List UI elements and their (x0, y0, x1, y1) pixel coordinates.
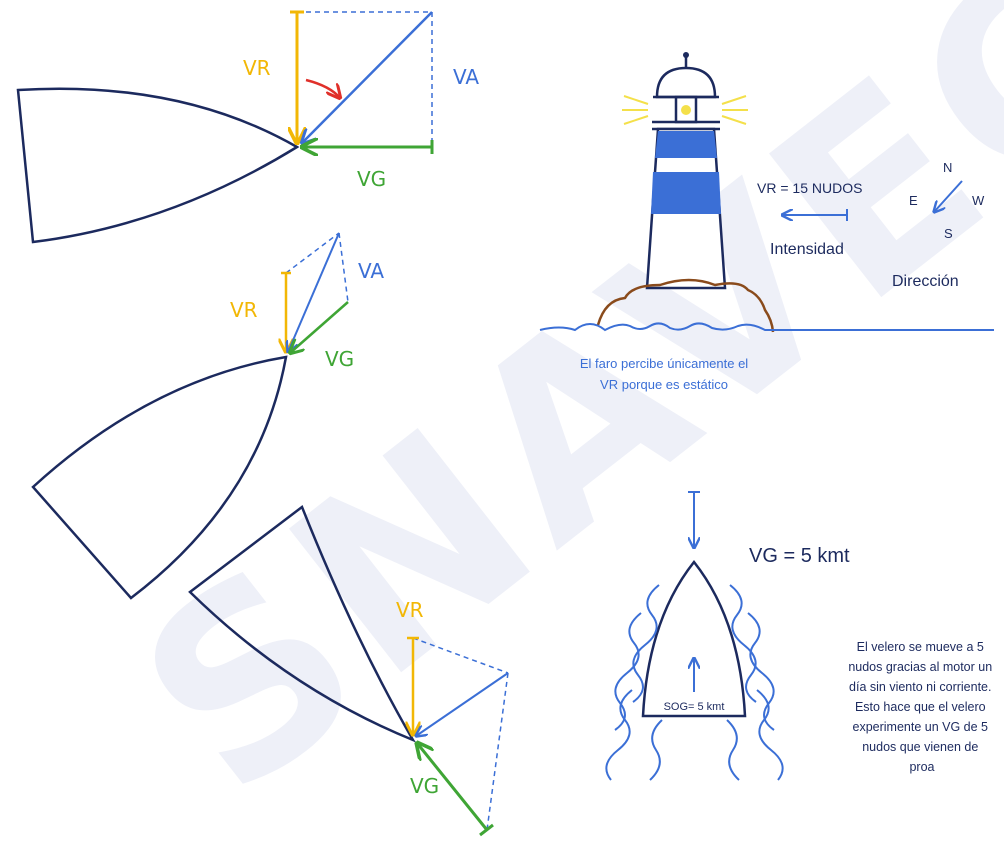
vr-label-2: VR (230, 298, 258, 322)
vg-cap-3 (479, 823, 494, 837)
compass-s: S (944, 226, 953, 241)
diagram-3: VR VG (188, 505, 509, 837)
water-line (539, 322, 994, 332)
compass: N E W S Dirección (892, 160, 985, 290)
vg-label-1: VG (357, 167, 386, 191)
rock (596, 278, 775, 333)
wake-waves (605, 584, 784, 781)
boat-desc-line-3: día sin viento ni corriente. (849, 680, 991, 694)
sog-label: SOG= 5 kmt (664, 701, 725, 713)
boat-desc-line-1: El velero se mueve a 5 (857, 640, 984, 654)
vg-arrow-3 (417, 743, 489, 831)
vg-label-3: VG (410, 774, 439, 798)
vr-label-1: VR (243, 56, 271, 80)
dashed-guide-3b (486, 672, 509, 831)
lighthouse-dome (655, 66, 717, 99)
dashed-guide-2b (338, 232, 349, 303)
intensidad-label: Intensidad (770, 241, 844, 258)
lighthouse-scene: El faro percibe únicamente el VR porque … (539, 52, 994, 392)
va-arrow-1 (302, 11, 433, 143)
wind-intensity: VR = 15 NUDOS Intensidad (757, 180, 862, 258)
sail-1 (16, 87, 300, 244)
boat-description: El velero se mueve a 5 nudos gracias al … (848, 640, 995, 774)
boat-desc-line-7: proa (909, 760, 934, 774)
vr-15-label: VR = 15 NUDOS (757, 180, 862, 196)
va-arrow-2 (288, 232, 340, 352)
vg-boat-label: VG = 5 kmt (749, 545, 850, 567)
sail-2 (31, 355, 288, 600)
tower-stripe-top (655, 131, 717, 158)
vr-label-3: VR (396, 598, 424, 622)
diagram-2: VR VA VG (31, 232, 384, 600)
boat-hull (641, 559, 747, 718)
boat-scene: VG = 5 kmt SOG= 5 kmt El velero se mueve… (605, 491, 995, 781)
boat-desc-line-2: nudos gracias al motor un (848, 660, 992, 674)
compass-w: W (972, 193, 985, 208)
boat-desc-line-5: experimente un VG de 5 (853, 720, 989, 734)
va-label-1: VA (453, 65, 479, 89)
boat-desc-line-6: nudos que vienen de (862, 740, 978, 754)
vg-arrow-2 (290, 301, 349, 353)
vg-label-2: VG (325, 347, 354, 371)
compass-n: N (943, 160, 952, 175)
dashed-guide-3a (412, 637, 509, 674)
boat-desc-line-4: Esto hace que el velero (855, 700, 986, 714)
sail-3 (188, 505, 416, 743)
rotation-arrow (305, 78, 340, 98)
compass-arrow (934, 180, 963, 212)
compass-e: E (909, 193, 918, 208)
tower-stripe-bottom (651, 172, 721, 214)
diagram-1: VR VA VG (16, 10, 479, 244)
direccion-label: Dirección (892, 273, 959, 290)
dashed-guide-2a (285, 232, 340, 274)
light-rays (622, 95, 748, 125)
va-label-2: VA (358, 259, 384, 283)
lighthouse-caption-1: El faro percibe únicamente el (580, 356, 748, 371)
lighthouse-caption-2: VR porque es estático (600, 377, 728, 392)
lamp (681, 105, 691, 115)
va-arrow-3 (416, 672, 509, 736)
